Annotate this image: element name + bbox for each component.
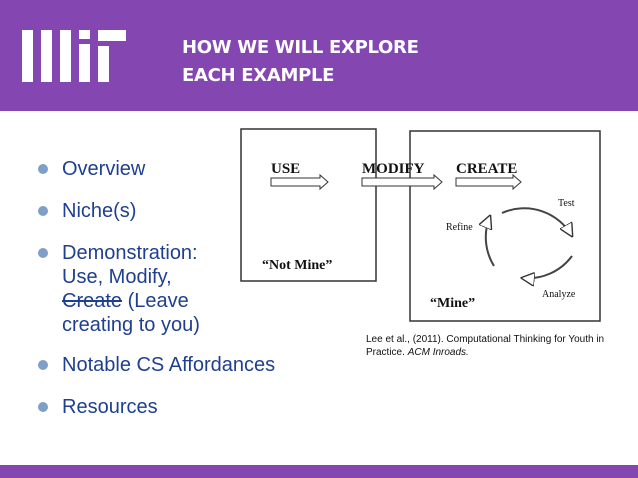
struck-create-text: Create	[62, 290, 123, 312]
arrow-to-analyze	[522, 255, 573, 278]
refine-label: Refine	[446, 222, 473, 233]
arrow-to-test	[501, 207, 572, 236]
use-modify-create-diagram: USE MODIFY CREATE “Not Mine” “Mine” Test…	[240, 128, 601, 322]
bullet-resources: Resources	[38, 395, 338, 419]
mine-label: “Mine”	[430, 296, 475, 311]
not-mine-box	[240, 128, 377, 282]
journal-name: ACM Inroads.	[407, 347, 469, 358]
slide-title: HOW WE WILL EXPLORE EACH EXAMPLE	[182, 34, 419, 90]
mine-box	[409, 130, 601, 322]
test-label: Test	[558, 198, 575, 209]
header-bar: HOW WE WILL EXPLORE EACH EXAMPLE	[0, 0, 638, 111]
create-label: CREATE	[456, 161, 517, 177]
title-line-1: HOW WE WILL EXPLORE	[182, 37, 419, 58]
bullet-dot-icon	[38, 360, 48, 370]
bullet-dot-icon	[38, 164, 48, 174]
bullet-affordances: Notable CS Affordances	[38, 353, 338, 377]
bullet-niches: Niche(s)	[38, 199, 338, 223]
not-mine-label: “Not Mine”	[262, 258, 332, 273]
mit-logo-icon	[22, 30, 126, 82]
title-line-2: EACH EXAMPLE	[182, 65, 335, 86]
bullet-overview: Overview	[38, 157, 338, 181]
bullet-dot-icon	[38, 206, 48, 216]
arrow-to-refine	[486, 216, 495, 267]
bullet-dot-icon	[38, 402, 48, 412]
analyze-label: Analyze	[542, 289, 576, 300]
bullet-dot-icon	[38, 248, 48, 258]
citation: Lee et al., (2011). Computational Thinki…	[366, 334, 605, 358]
create-arrow	[455, 173, 522, 191]
modify-label: MODIFY	[362, 161, 425, 177]
use-arrow	[270, 173, 329, 191]
use-label: USE	[271, 161, 300, 177]
bullet-list: Overview Niche(s) Demonstration:Use, Mod…	[38, 157, 338, 437]
cycle-arrows	[486, 207, 573, 278]
footer-bar	[0, 465, 638, 478]
modify-arrow	[361, 173, 443, 191]
